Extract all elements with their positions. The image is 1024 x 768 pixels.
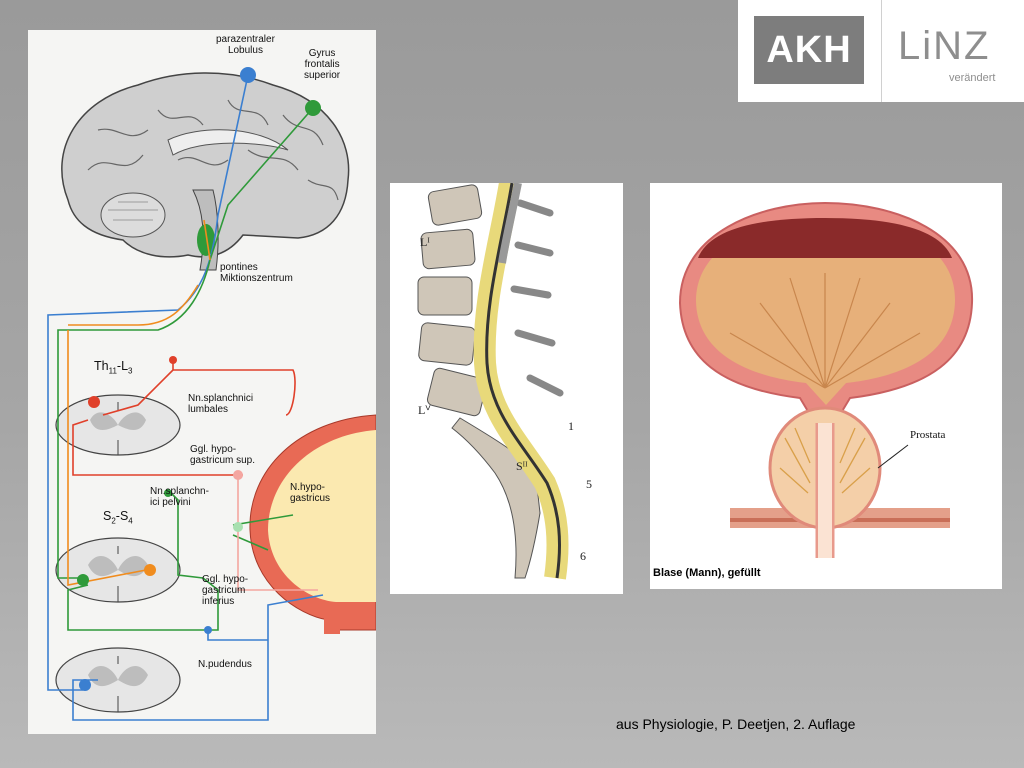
bladder-svg [678,201,974,558]
pudendus-node [204,626,212,634]
n-hypogastricus-label: N.hypo- gastricus [290,482,331,504]
akh-logo-text: AKH [766,29,852,71]
pudendal-blue-node [79,679,91,691]
green-pathway-path [57,107,314,579]
gyrus-node [305,100,321,116]
prostata-label: Prostata [910,429,946,441]
s-green-node [77,574,89,586]
bladder-caption: Blase (Mann), gefüllt [653,567,761,579]
l1-label: Lᴵ [420,235,430,249]
akh-logo: AKH [754,16,864,84]
brain-illustration [61,72,350,271]
source-caption: aus Physiologie, P. Deetjen, 2. Auflage [616,716,856,732]
spinal-cord [473,183,569,580]
micturition-diagram-svg [47,67,376,721]
num-6-label: 6 [580,549,586,563]
micturition-neural-diagram: parazentraler Lobulus Gyrus frontalis su… [28,30,376,734]
spinal-column-figure: Lᴵ Lⱽ Sᴵᴵ 1 5 6 [390,183,623,594]
spinal-section-s2-s4 [55,537,181,603]
ggl-inf-node [233,522,243,532]
pontines-label: pontines Miktionszentrum [220,262,293,284]
nn-splanchnici-label: Nn.splanchnici lumbales [188,393,254,415]
bladder-figure: Prostata Blase (Mann), gefüllt [650,183,1002,589]
th-l3-label: Th11-L3 [94,359,133,376]
blue-pathway-path [47,74,249,691]
red-ganglion-node [169,356,177,364]
logo-box: AKH LiNZ verändert [738,0,1024,102]
spinal-section-pudendal [55,647,181,713]
num-5-label: 5 [586,477,592,491]
s-orange-node [144,564,156,576]
lv-label: Lⱽ [418,403,431,417]
linz-logo-text: LiNZ [898,24,991,68]
gyrus-label: Gyrus frontalis superior [304,48,341,81]
logo-divider [881,0,882,102]
ggl-sup-label: Ggl. hypo- gastricum sup. [190,444,256,466]
red-pathway-path [72,360,296,476]
ggl-inf-label: Ggl. hypo- gastricum inferius [202,574,249,607]
th-red-node [88,396,100,408]
nerve-nodes [77,67,321,691]
nerve-pathways [47,74,324,721]
bladder-lumen [698,218,952,258]
nn-pelvini-label: Nn.splanchn- ici pelvini [150,486,209,508]
num-1-label: 1 [568,419,574,433]
parazentraler-node [240,67,256,83]
sii-label: Sᴵᴵ [516,459,528,473]
pelvini-node [164,489,172,497]
parazentraler-label: parazentraler Lobulus [216,34,275,56]
linz-tagline: verändert [949,72,996,84]
s2-s4-label: S2-S4 [103,509,133,526]
n-pudendus-label: N.pudendus [198,659,252,670]
spinal-section-th11-l3 [55,394,181,456]
bladder-illustration [249,414,376,634]
ggl-sup-node [233,470,243,480]
spinal-column-svg [417,183,569,580]
orange-pathway-path [68,219,211,326]
